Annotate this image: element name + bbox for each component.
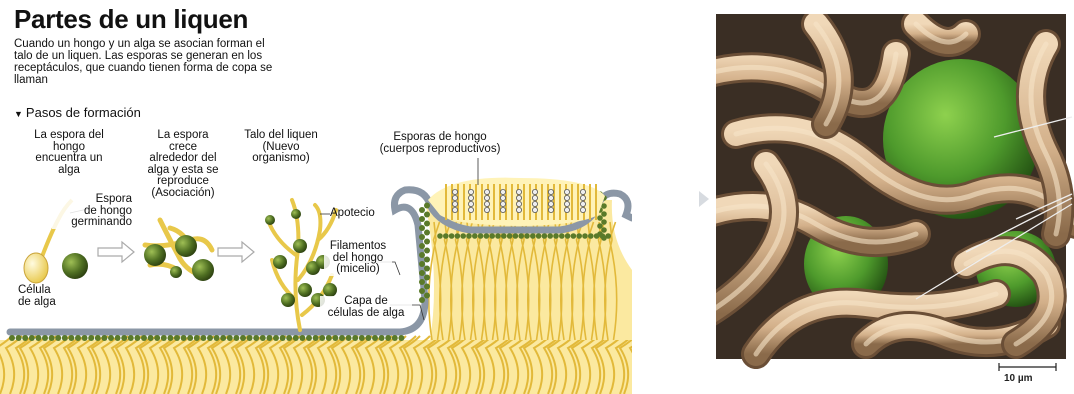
fungal-filaments-label: Filamentos del hongo (micelio): [324, 241, 392, 276]
steps-heading-label: Pasos de formación: [26, 105, 141, 120]
step-arrow-2: [218, 242, 254, 262]
scale-bar-label: 10 µm: [1004, 373, 1033, 384]
step-arrow-1: [98, 242, 134, 262]
diagram-intro: Cuando un hongo y un alga se asocian for…: [14, 38, 274, 86]
spore-germinating-label: Espora de hongo germinando: [52, 194, 132, 229]
step1-label: La espora del hongo encuentra un alga: [14, 130, 124, 176]
triangle-down-icon: ▼: [14, 109, 23, 119]
fungal-spores-label: Esporas de hongo (cuerpos reproductivos): [370, 132, 510, 155]
apothecium-label: Apotecio: [330, 208, 400, 220]
sem-image: [716, 14, 1074, 386]
alga-cell-label: Célula de alga: [18, 285, 78, 308]
lichen-diagram: Partes de un liquen Cuando un hongo y un…: [0, 0, 632, 394]
step3-label: Talo del liquen (Nuevo organismo): [226, 130, 336, 165]
apothecium-hymenium: [428, 178, 605, 226]
step2-label: La espora crece alrededor del alga y est…: [128, 130, 238, 199]
steps-heading: ▼Pasos de formación: [14, 105, 141, 120]
thallus-hyphae: [0, 336, 632, 394]
alga-layer-label: Capa de células de alga: [320, 296, 412, 319]
scale-bar: [999, 363, 1056, 371]
lichen-micrograph: 10 µm: [716, 14, 1074, 386]
arrow-right-icon: [698, 190, 710, 208]
diagram-title: Partes de un liquen: [14, 4, 248, 35]
